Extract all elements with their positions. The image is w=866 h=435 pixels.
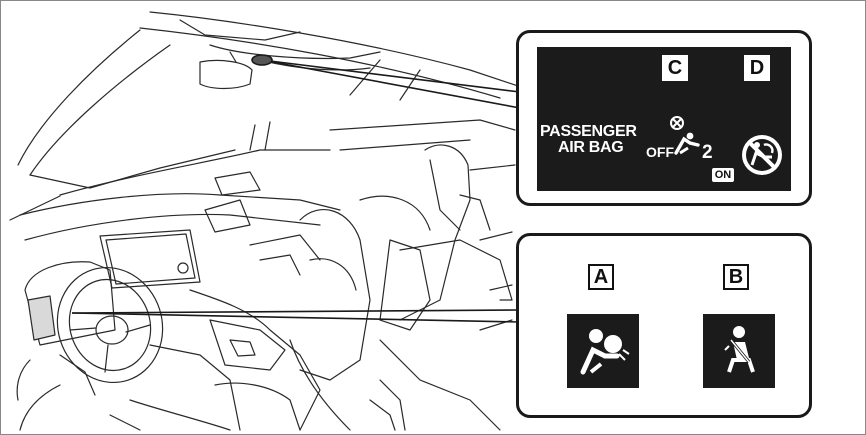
label-d: D xyxy=(744,55,770,81)
seatbelt-reminder-lamp xyxy=(703,314,775,388)
label-b: B xyxy=(723,264,749,290)
passenger-seat-icon xyxy=(668,115,704,159)
bottom-callout: A B xyxy=(516,233,812,418)
airbag-warning-lamp xyxy=(567,314,639,388)
on-label: ON xyxy=(712,168,734,182)
top-callout: C D PASSENGER AIR BAG OFF 2 ON xyxy=(516,30,812,206)
passenger-text-line2: AIR BAG xyxy=(558,139,623,156)
label-a: A xyxy=(588,264,614,290)
passenger-text-line1: PASSENGER xyxy=(540,123,637,140)
airbag-off-icon xyxy=(738,131,786,179)
indicator-panel: C D PASSENGER AIR BAG OFF 2 ON xyxy=(537,47,791,191)
seatbelt-reminder-icon xyxy=(703,314,775,388)
airbag-warning-icon xyxy=(567,314,639,388)
seat-number-2: 2 xyxy=(702,143,713,162)
label-c: C xyxy=(662,55,688,81)
